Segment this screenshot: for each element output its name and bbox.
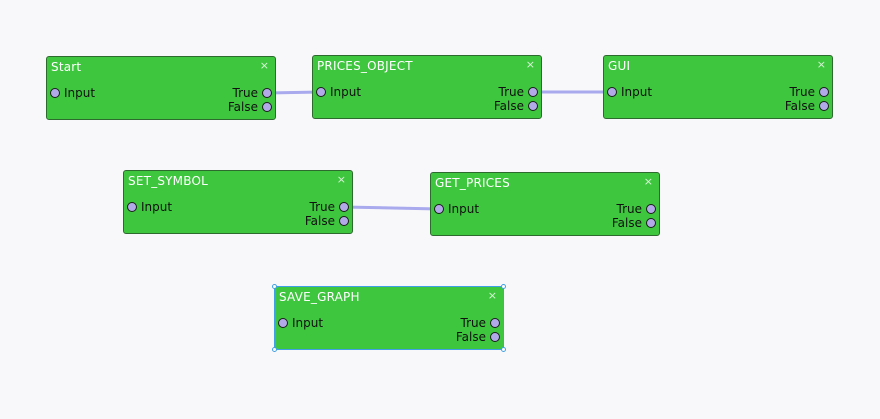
- input-port[interactable]: [316, 87, 326, 97]
- node-prices-object[interactable]: PRICES_OBJECT × Input True False: [312, 55, 542, 119]
- input-port-label: Input: [330, 85, 362, 99]
- true-output-port[interactable]: [646, 204, 656, 214]
- node-start[interactable]: Start × Input True False: [46, 56, 276, 120]
- close-icon[interactable]: ×: [643, 175, 653, 188]
- true-output-port[interactable]: [819, 87, 829, 97]
- true-port-label: True: [309, 200, 336, 214]
- node-save-graph[interactable]: SAVE_GRAPH × Input True False: [272, 284, 506, 352]
- false-output-port[interactable]: [339, 216, 349, 226]
- false-port-label: False: [304, 214, 335, 228]
- input-port[interactable]: [50, 88, 60, 98]
- true-port-label: True: [232, 86, 259, 100]
- close-icon[interactable]: ×: [816, 58, 826, 71]
- false-output-port[interactable]: [262, 102, 272, 112]
- input-port[interactable]: [127, 202, 137, 212]
- true-port-label: True: [789, 85, 816, 99]
- false-output-port[interactable]: [490, 332, 500, 342]
- false-port-label: False: [227, 100, 258, 114]
- resize-handle-bottom-right[interactable]: [501, 347, 506, 352]
- false-output-port[interactable]: [528, 101, 538, 111]
- false-port-label: False: [784, 99, 815, 113]
- connection-wire-set_symbol-to-get_prices[interactable]: [343, 205, 440, 211]
- input-port[interactable]: [434, 204, 444, 214]
- close-icon[interactable]: ×: [525, 58, 535, 71]
- true-port-label: True: [616, 202, 643, 216]
- input-port[interactable]: [278, 318, 288, 328]
- node-gui[interactable]: GUI × Input True False: [603, 55, 833, 119]
- close-icon[interactable]: ×: [336, 173, 346, 186]
- false-output-port[interactable]: [819, 101, 829, 111]
- false-output-port[interactable]: [646, 218, 656, 228]
- resize-handle-top-right[interactable]: [501, 284, 506, 289]
- false-port-label: False: [493, 99, 524, 113]
- node-title: GET_PRICES: [435, 176, 510, 190]
- node-title: SAVE_GRAPH: [279, 290, 360, 304]
- true-output-port[interactable]: [490, 318, 500, 328]
- node-title: PRICES_OBJECT: [317, 59, 413, 73]
- true-output-port[interactable]: [262, 88, 272, 98]
- node-title: SET_SYMBOL: [128, 174, 208, 188]
- true-output-port[interactable]: [339, 202, 349, 212]
- close-icon[interactable]: ×: [259, 59, 269, 72]
- input-port-label: Input: [292, 316, 324, 330]
- true-output-port[interactable]: [528, 87, 538, 97]
- input-port[interactable]: [607, 87, 617, 97]
- true-port-label: True: [460, 316, 487, 330]
- input-port-label: Input: [64, 86, 96, 100]
- node-title: Start: [51, 60, 82, 74]
- input-port-label: Input: [621, 85, 653, 99]
- false-port-label: False: [611, 216, 642, 230]
- false-port-label: False: [455, 330, 486, 344]
- input-port-label: Input: [448, 202, 480, 216]
- resize-handle-bottom-left[interactable]: [272, 347, 277, 352]
- node-title: GUI: [608, 59, 631, 73]
- input-port-label: Input: [141, 200, 173, 214]
- close-icon[interactable]: ×: [487, 289, 497, 302]
- node-set-symbol[interactable]: SET_SYMBOL × Input True False: [123, 170, 353, 234]
- resize-handle-top-left[interactable]: [272, 284, 277, 289]
- node-get-prices[interactable]: GET_PRICES × Input True False: [430, 172, 660, 236]
- true-port-label: True: [498, 85, 525, 99]
